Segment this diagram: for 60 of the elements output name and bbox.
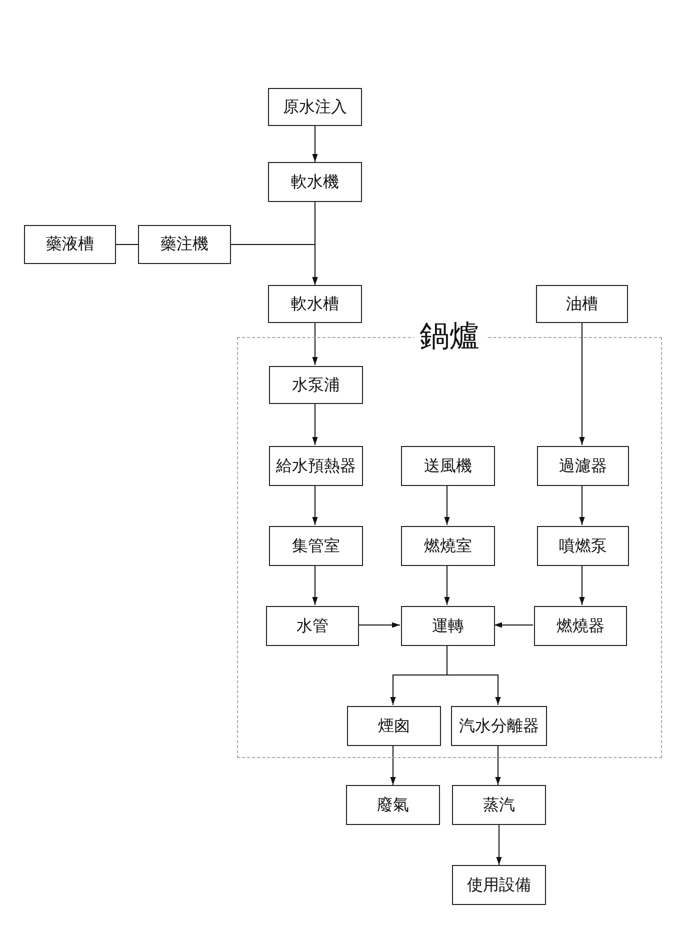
process-box: [138, 225, 231, 264]
box-label: 蒸汽: [483, 794, 515, 816]
arrow: [230, 244, 318, 286]
process-box: [268, 285, 362, 323]
arrow: [390, 744, 396, 786]
arrow: [446, 644, 501, 706]
box-label: 煙囪: [378, 716, 410, 736]
arrow: [312, 484, 318, 526]
arrow: [312, 322, 318, 366]
box-label: 過濾器: [559, 456, 607, 476]
box-label: 給水預熱器: [276, 456, 356, 476]
arrow: [496, 824, 502, 866]
process-box: [269, 446, 363, 486]
arrow: [444, 484, 450, 526]
arrow: [312, 402, 318, 446]
arrow: [579, 322, 585, 446]
box-label: 油槽: [566, 294, 598, 314]
process-box: [268, 162, 362, 202]
box-label: 藥液槽: [46, 234, 94, 255]
box-label: 原水注入: [283, 96, 347, 118]
arrow: [444, 564, 450, 606]
arrow: [579, 484, 585, 526]
process-box: [536, 285, 628, 323]
box-label: 軟水槽: [291, 294, 339, 314]
box-label: 藥注機: [160, 234, 208, 255]
box-label: 汽水分離器: [459, 716, 539, 736]
process-box: [24, 225, 116, 264]
box-label: 廢氣: [377, 794, 409, 816]
process-box: [451, 706, 547, 746]
process-box: [268, 88, 362, 126]
process-box: [269, 366, 363, 404]
process-box: [346, 785, 440, 825]
process-box: [269, 526, 363, 566]
box-label: 水管: [296, 616, 328, 636]
arrow: [494, 622, 534, 628]
box-label: 燃燒器: [556, 616, 604, 636]
process-box: [347, 706, 441, 746]
box-label: 軟水機: [291, 172, 339, 192]
box-label: 燃燒室: [424, 536, 472, 556]
group-title: 鍋爐: [414, 320, 486, 353]
box-label: 運轉: [432, 616, 464, 636]
box-label: 噴燃泵: [559, 536, 607, 556]
arrow: [358, 622, 400, 628]
process-box: [452, 785, 546, 825]
box-label: 使用設備: [467, 874, 531, 896]
process-box: [534, 606, 627, 646]
process-box: [266, 606, 359, 646]
arrow: [579, 564, 585, 606]
arrow: [312, 564, 318, 606]
box-label: 送風機: [424, 456, 472, 476]
box-label: 水泵浦: [292, 374, 340, 396]
arrow: [495, 744, 501, 786]
process-box: [401, 526, 495, 566]
process-box: [401, 606, 495, 646]
process-box: [452, 865, 546, 905]
process-box: [537, 446, 629, 486]
process-box: [537, 526, 629, 566]
arrow: [312, 126, 318, 162]
process-box: [401, 446, 495, 486]
box-label: 集管室: [292, 536, 340, 556]
